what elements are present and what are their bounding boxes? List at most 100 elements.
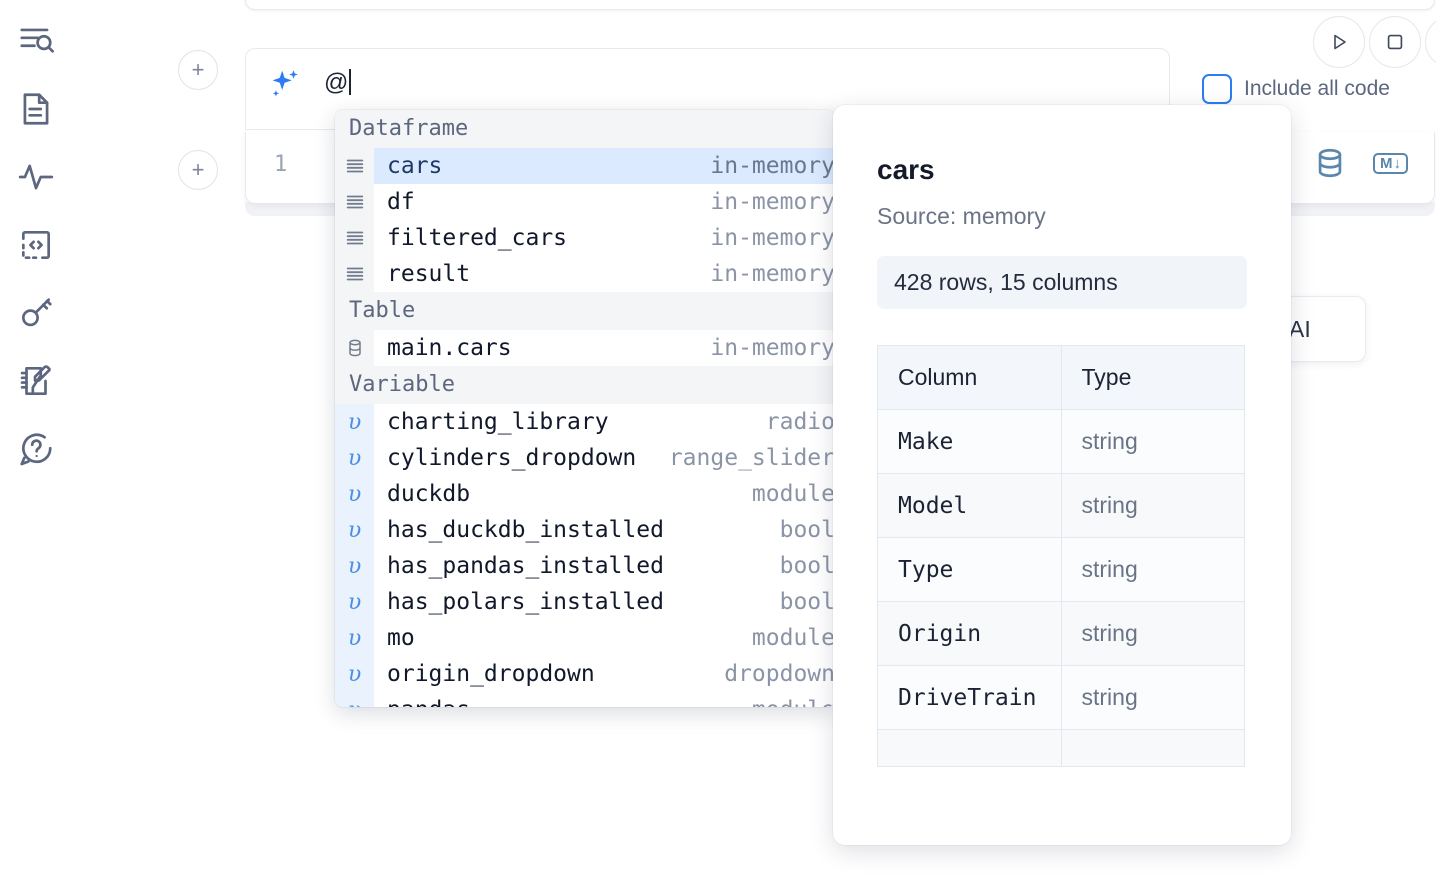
autocomplete-item[interactable]: cars in-memory [335, 148, 835, 184]
autocomplete-item-meta: bool [779, 517, 835, 543]
variable-icon: υ [335, 512, 374, 548]
autocomplete-item-name: filtered_cars [387, 225, 568, 251]
column-type-cell [1060, 729, 1245, 767]
autocomplete-item[interactable]: υ has_pandas_installed bool [335, 548, 835, 584]
autocomplete-section-header: Table [335, 292, 835, 330]
column-type-cell: string [1060, 601, 1245, 666]
column-name-cell: Model [877, 473, 1062, 538]
column-name-cell: Type [877, 537, 1062, 602]
autocomplete-item-meta: in-memory [710, 261, 835, 287]
dataframe-icon [335, 220, 374, 256]
sidebar-icon-rail [0, 0, 72, 874]
database-icon[interactable] [1313, 146, 1347, 180]
column-name-cell: Origin [877, 601, 1062, 666]
autocomplete-item-meta: in-memory [710, 189, 835, 215]
outline-search-icon[interactable] [13, 18, 59, 64]
line-number: 1 [274, 152, 288, 177]
code-brackets-icon[interactable] [13, 222, 59, 268]
dataframe-icon [335, 256, 374, 292]
autocomplete-item-meta: module [751, 625, 835, 651]
doc-source: Source: memory [877, 203, 1046, 229]
variable-icon: υ [335, 584, 374, 620]
table-row [877, 729, 1245, 767]
autocomplete-item-name: pandas [387, 697, 470, 707]
more-actions-button[interactable] [1425, 16, 1436, 68]
autocomplete-item-name: has_pandas_installed [387, 553, 664, 579]
autocomplete-item-name: has_polars_installed [387, 589, 664, 615]
variable-icon: υ [335, 476, 374, 512]
notebook-edit-icon[interactable] [13, 358, 59, 404]
autocomplete-item-meta: bool [779, 589, 835, 615]
autocomplete-item-name: cars [387, 153, 443, 179]
column-name-cell [877, 729, 1062, 767]
dataframe-icon [335, 148, 374, 184]
autocomplete-item-meta: radio [765, 409, 835, 435]
file-document-icon[interactable] [13, 86, 59, 132]
variable-icon: υ [335, 620, 374, 656]
column-name-cell: Make [877, 409, 1062, 474]
autocomplete-item-name: duckdb [387, 481, 471, 507]
autocomplete-item-meta: bool [779, 553, 835, 579]
add-cell-button-top[interactable]: + [178, 50, 218, 90]
autocomplete-item-name: charting_library [387, 409, 609, 435]
autocomplete-item-meta: in-memory [710, 153, 835, 179]
variable-icon: υ [335, 548, 374, 584]
column-type-cell: string [1060, 473, 1245, 538]
autocomplete-item[interactable]: filtered_cars in-memory [335, 220, 835, 256]
autocomplete-item-meta: module [752, 697, 835, 707]
autocomplete-item-name: result [387, 261, 471, 287]
documentation-panel: cars Source: memory 428 rows, 15 columns… [833, 105, 1291, 845]
autocomplete-item-body: filtered_cars in-memory [374, 220, 835, 256]
add-cell-button-bottom[interactable]: + [178, 150, 218, 190]
include-all-code-row[interactable]: Include all code [1202, 74, 1390, 104]
run-button[interactable] [1313, 16, 1365, 68]
include-all-code-label: Include all code [1244, 77, 1390, 100]
autocomplete-item-meta: range_slider [668, 445, 835, 471]
autocomplete-section-header: Variable [335, 366, 835, 404]
column-name-cell: DriveTrain [877, 665, 1062, 730]
column-type-cell: string [1060, 537, 1245, 602]
autocomplete-item-meta: in-memory [710, 225, 835, 251]
table-header-cell: Column [877, 345, 1062, 410]
key-icon[interactable] [13, 290, 59, 336]
ai-sparkle-icon [268, 67, 302, 101]
column-type-cell: string [1060, 409, 1245, 474]
help-chat-icon[interactable] [13, 426, 59, 472]
ai-prompt-input[interactable]: @ [324, 67, 352, 99]
table-header-cell: Type [1060, 345, 1245, 410]
autocomplete-item[interactable]: υpandasmodule [335, 692, 835, 707]
autocomplete-item[interactable]: result in-memory [335, 256, 835, 292]
stop-button[interactable] [1369, 16, 1421, 68]
previous-cell-edge [245, 0, 1435, 10]
dataframe-icon [335, 184, 374, 220]
activity-pulse-icon[interactable] [13, 154, 59, 200]
text-caret [349, 69, 352, 95]
autocomplete-item-name: main.cars [387, 335, 512, 361]
ai-prompt-value: @ [324, 69, 349, 96]
autocomplete-item[interactable]: υ has_polars_installed bool [335, 584, 835, 620]
cell-icon-group: M↓ [1313, 146, 1408, 180]
markdown-icon[interactable]: M↓ [1373, 152, 1408, 174]
include-all-code-checkbox[interactable] [1202, 74, 1232, 104]
